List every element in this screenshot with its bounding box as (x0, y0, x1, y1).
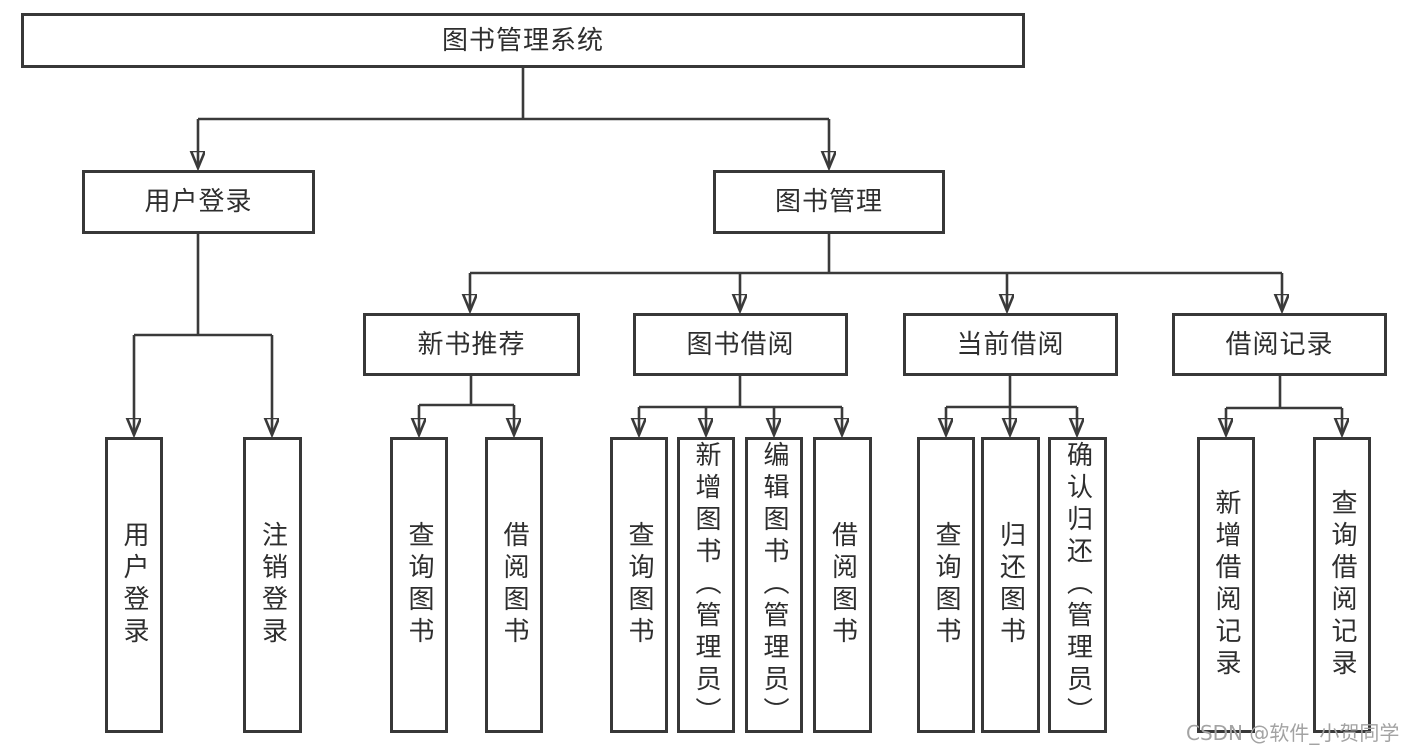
leaf-return-book: 归还图书 (981, 437, 1040, 733)
node-borrow-records: 借阅记录 (1172, 313, 1387, 376)
csdn-watermark: CSDN @软件_小贺同学 (1186, 721, 1400, 745)
leaf-borrow-book-1-label: 借阅图书 (499, 521, 529, 649)
leaf-add-book-admin-label: 新增图书（管理员） (691, 441, 721, 729)
leaf-user-login: 用户登录 (105, 437, 163, 733)
leaf-borrow-book-1: 借阅图书 (485, 437, 543, 733)
node-book-management: 图书管理 (713, 170, 945, 234)
node-root-label: 图书管理系统 (441, 25, 604, 56)
leaf-add-borrow-record-label: 新增借阅记录 (1211, 489, 1241, 681)
leaf-query-book-3: 查询图书 (917, 437, 975, 733)
leaf-edit-book-admin: 编辑图书（管理员） (745, 437, 803, 733)
node-new-book-recommend-label: 新书推荐 (417, 329, 526, 360)
leaf-query-borrow-record: 查询借阅记录 (1313, 437, 1371, 733)
leaf-return-book-label: 归还图书 (995, 521, 1026, 649)
node-root: 图书管理系统 (21, 13, 1025, 68)
leaf-query-borrow-record-label: 查询借阅记录 (1327, 489, 1357, 681)
leaf-edit-book-admin-label: 编辑图书（管理员） (759, 441, 789, 729)
node-current-borrow: 当前借阅 (903, 313, 1118, 376)
node-new-book-recommend: 新书推荐 (363, 313, 580, 376)
leaf-borrow-book-2-label: 借阅图书 (827, 521, 858, 649)
node-book-borrow-label: 图书借阅 (686, 329, 795, 360)
node-user-login-label: 用户登录 (144, 187, 253, 217)
node-user-login: 用户登录 (82, 170, 315, 234)
leaf-logout-label: 注销登录 (257, 521, 288, 649)
node-book-management-label: 图书管理 (774, 187, 883, 217)
node-book-borrow: 图书借阅 (633, 313, 848, 376)
leaf-query-book-3-label: 查询图书 (931, 521, 961, 649)
leaf-add-book-admin: 新增图书（管理员） (677, 437, 735, 733)
node-current-borrow-label: 当前借阅 (956, 329, 1065, 360)
leaf-borrow-book-2: 借阅图书 (813, 437, 872, 733)
leaf-user-login-label: 用户登录 (119, 521, 149, 649)
leaf-logout: 注销登录 (243, 437, 302, 733)
leaf-query-book-2-label: 查询图书 (624, 521, 654, 649)
leaf-add-borrow-record: 新增借阅记录 (1197, 437, 1255, 733)
leaf-confirm-return-admin: 确认归还（管理员） (1048, 437, 1107, 733)
leaf-query-book-2: 查询图书 (610, 437, 668, 733)
leaf-query-book-1-label: 查询图书 (404, 521, 434, 649)
node-borrow-records-label: 借阅记录 (1225, 329, 1334, 360)
leaf-confirm-return-admin-label: 确认归还（管理员） (1062, 441, 1093, 729)
leaf-query-book-1: 查询图书 (390, 437, 448, 733)
